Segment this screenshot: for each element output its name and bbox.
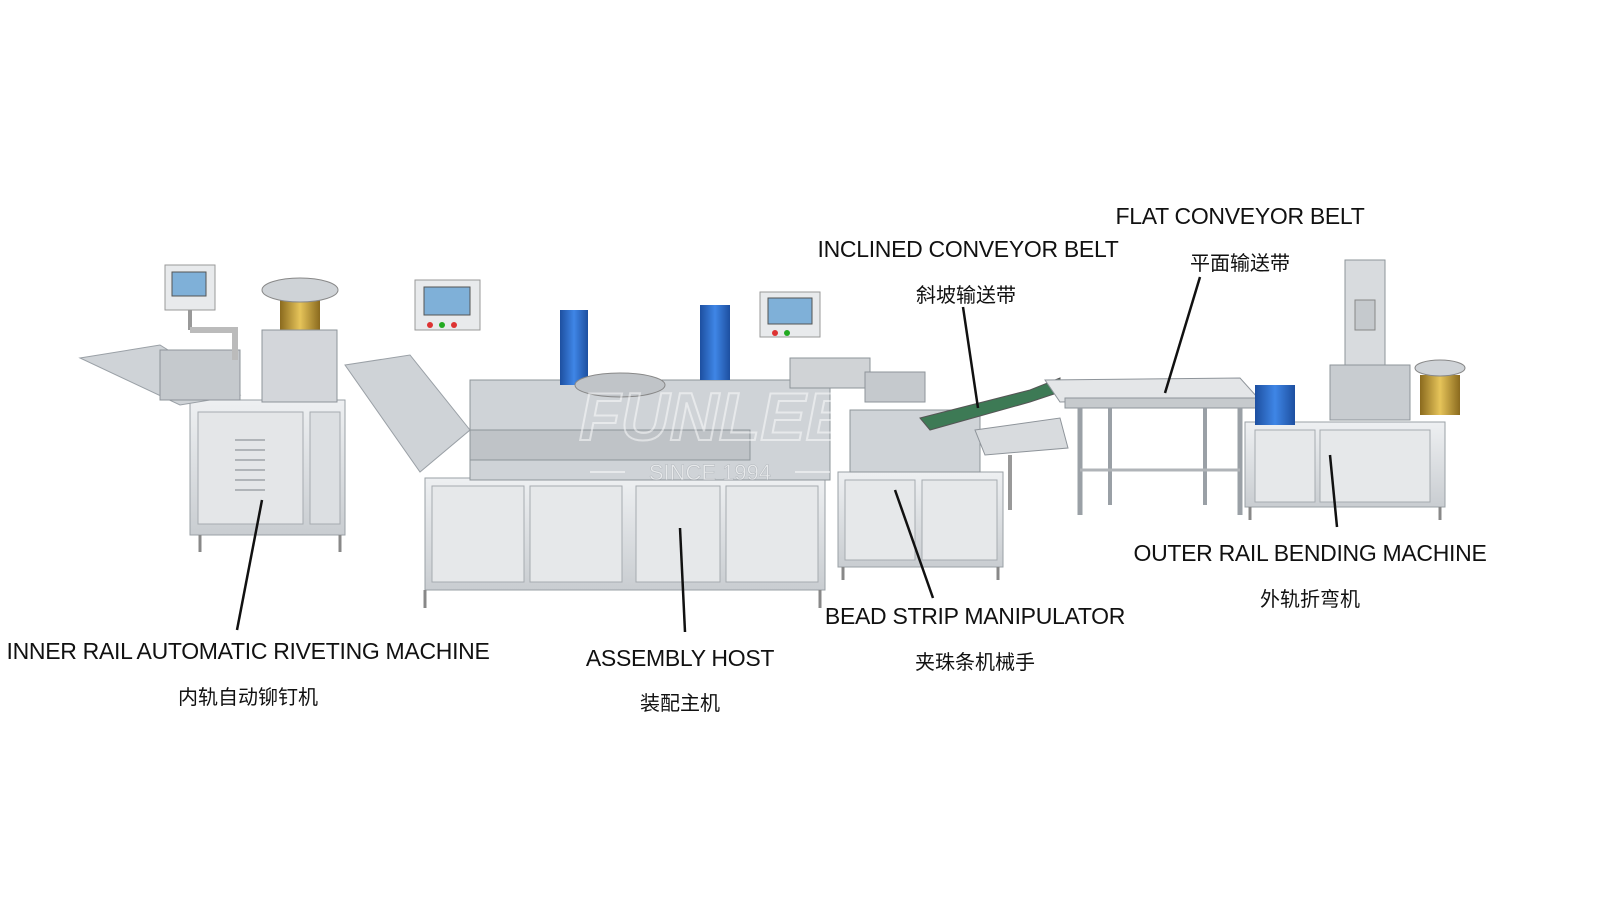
label-inner-rail-zh: 内轨自动铆钉机 xyxy=(178,685,318,709)
leader-lines xyxy=(235,276,1339,633)
bead-strip-manipulator xyxy=(837,409,1004,580)
label-flat-conveyor-en: FLAT CONVEYOR BELT xyxy=(1115,203,1365,229)
label-outer-rail-en: OUTER RAIL BENDING MACHINE xyxy=(1133,540,1487,566)
leader-flat-conveyor xyxy=(1163,276,1202,394)
flat-conveyor-belt xyxy=(1044,377,1261,515)
label-bead-strip-en: BEAD STRIP MANIPULATOR xyxy=(824,603,1126,629)
label-bead-strip-zh: 夹珠条机械手 xyxy=(915,650,1035,674)
label-outer-rail-zh: 外轨折弯机 xyxy=(1260,587,1360,611)
leader-inner-rail xyxy=(235,499,264,631)
label-assembly-host-zh: 装配主机 xyxy=(640,691,720,715)
leader-bead-strip xyxy=(893,489,935,599)
leader-assembly-host xyxy=(678,527,687,633)
inner-rail-riveting-machine xyxy=(78,264,346,552)
watermark-brand: FUNLEE xyxy=(579,379,854,455)
inclined-conveyor-belt xyxy=(919,377,1069,510)
label-assembly-host-en: ASSEMBLY HOST xyxy=(585,645,775,671)
label-inclined-conveyor-zh: 斜坡输送带 xyxy=(916,283,1016,307)
outer-rail-bending-machine xyxy=(1244,259,1466,520)
leader-inclined-conveyor xyxy=(961,306,980,409)
assembly-host-machine xyxy=(344,279,926,608)
label-inner-rail-en: INNER RAIL AUTOMATIC RIVETING MACHINE xyxy=(6,638,490,664)
label-flat-conveyor-zh: 平面输送带 xyxy=(1190,251,1290,275)
watermark: FUNLEE SINCE 1994 xyxy=(578,378,855,485)
label-inclined-conveyor-en: INCLINED CONVEYOR BELT xyxy=(817,236,1119,262)
leader-outer-rail xyxy=(1328,454,1339,528)
watermark-since: SINCE 1994 xyxy=(649,460,771,485)
